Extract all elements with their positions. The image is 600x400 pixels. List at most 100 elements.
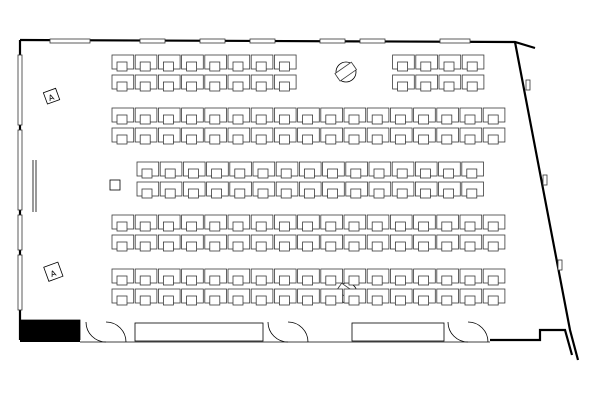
- chair-top: [141, 168, 153, 179]
- seat-unit: [229, 161, 252, 199]
- chair-bottom: [443, 188, 455, 199]
- chair-top: [394, 275, 406, 286]
- chair-bottom: [232, 81, 244, 92]
- left-window: [17, 214, 23, 251]
- chair-top: [419, 168, 431, 179]
- seat-unit: [275, 161, 299, 199]
- chair-top: [466, 168, 478, 179]
- seat-unit: [181, 54, 204, 92]
- chair-bottom: [187, 188, 199, 199]
- chair-bottom: [116, 241, 128, 252]
- chair-top: [348, 275, 360, 286]
- seat-unit: [250, 54, 274, 92]
- seat-unit: [227, 107, 251, 145]
- chair-bottom: [162, 81, 174, 92]
- chair-bottom: [209, 295, 221, 306]
- chair-top: [396, 168, 408, 179]
- seat-unit: [343, 214, 367, 252]
- top-window: [139, 38, 166, 44]
- chair-top: [116, 61, 128, 72]
- chair-top: [162, 61, 174, 72]
- chair-bottom: [348, 241, 360, 252]
- chair-top: [325, 221, 337, 232]
- seat-unit: [461, 161, 484, 199]
- chair-bottom: [303, 188, 315, 199]
- chair-bottom: [441, 241, 453, 252]
- chair-bottom: [419, 188, 431, 199]
- seating-area: [111, 54, 506, 306]
- chair-bottom: [139, 241, 151, 252]
- seat-row: [111, 268, 506, 306]
- walls: [18, 38, 580, 361]
- chair-bottom: [371, 134, 383, 145]
- chair-top: [234, 168, 246, 179]
- chair-top: [418, 275, 430, 286]
- chair-bottom: [141, 188, 153, 199]
- seat-unit: [368, 161, 392, 199]
- seat-unit: [459, 107, 483, 145]
- right-window: [542, 174, 548, 186]
- chair-top: [209, 275, 221, 286]
- chair-mark-bottom-box: [43, 261, 64, 282]
- chair-top: [443, 168, 455, 179]
- chair-top: [116, 114, 128, 125]
- seat-unit: [206, 161, 229, 199]
- seat-unit: [181, 107, 204, 145]
- door-swing-3: [447, 321, 489, 343]
- left-windows: [17, 54, 563, 311]
- seat-unit: [436, 268, 459, 306]
- chair-top: [232, 221, 244, 232]
- chair-top: [325, 114, 337, 125]
- top-window: [319, 38, 346, 44]
- bottom-doors: [80, 321, 490, 343]
- seat-unit: [159, 161, 183, 199]
- chair-top: [443, 61, 455, 72]
- chair-top: [255, 114, 267, 125]
- chair-top: [186, 61, 198, 72]
- seat-unit: [413, 268, 436, 306]
- seat-unit: [297, 214, 320, 252]
- chair-top: [280, 168, 292, 179]
- chair-top: [441, 221, 453, 232]
- chair-top: [420, 61, 432, 72]
- chair-top: [139, 221, 151, 232]
- seat-unit: [459, 214, 483, 252]
- seat-unit: [252, 161, 276, 199]
- chair-top: [441, 114, 453, 125]
- seat-unit: [134, 268, 158, 306]
- top-window: [359, 38, 386, 44]
- seat-unit: [250, 214, 274, 252]
- chair-mark-bottom-label: A: [49, 268, 58, 279]
- door-panel-1: [134, 322, 264, 342]
- seat-unit: [343, 107, 367, 145]
- left-window: [17, 54, 23, 126]
- chair-bottom: [302, 134, 314, 145]
- seat-unit: [111, 268, 135, 306]
- chair-mark-top: A: [42, 87, 61, 105]
- chair-top: [209, 221, 221, 232]
- chair-top: [232, 61, 244, 72]
- chair-top: [232, 275, 244, 286]
- seat-unit: [111, 214, 135, 252]
- seat-unit: [320, 268, 343, 306]
- chair-bottom: [325, 241, 337, 252]
- chair-bottom: [371, 295, 383, 306]
- seat-unit: [482, 268, 506, 306]
- seat-unit: [320, 214, 343, 252]
- chair-top: [487, 275, 499, 286]
- chair-top: [327, 168, 339, 179]
- chair-bottom: [464, 134, 476, 145]
- chair-bottom: [162, 295, 174, 306]
- seat-unit: [366, 107, 390, 145]
- chair-bottom: [348, 295, 360, 306]
- chair-bottom: [396, 188, 408, 199]
- chair-mark-bottom: A: [43, 261, 64, 282]
- chair-bottom: [211, 188, 223, 199]
- door-swing-1: [85, 321, 127, 343]
- chair-top: [162, 114, 174, 125]
- chair-bottom: [371, 241, 383, 252]
- seat-unit: [345, 161, 368, 199]
- chair-bottom: [441, 295, 453, 306]
- seat-unit: [297, 268, 320, 306]
- top-window: [199, 38, 226, 44]
